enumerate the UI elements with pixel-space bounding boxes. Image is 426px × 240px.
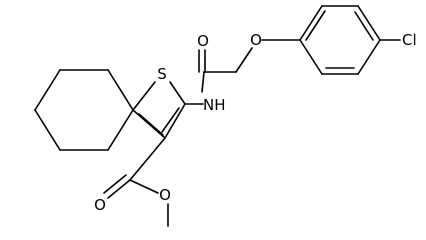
bond (138, 113, 164, 136)
bond (354, 11, 374, 41)
bond (299, 39, 323, 75)
bond (299, 5, 323, 41)
bond (107, 109, 134, 151)
amide-nh-label: NH (203, 96, 226, 114)
sulfur-label: S (157, 65, 167, 83)
bond (357, 5, 381, 41)
bond (132, 81, 156, 111)
chlorophenyl-ring (299, 5, 401, 75)
structure-canvas: S NH O O Cl O O (34, 5, 417, 227)
amide-chain (184, 39, 301, 105)
bond (107, 69, 134, 111)
bond (107, 179, 131, 199)
bond (201, 71, 205, 93)
chlorine-label: Cl (402, 31, 417, 49)
bond (132, 109, 166, 139)
cyclohexene-ring (34, 69, 134, 151)
bond (164, 103, 186, 139)
ether-oxygen-label: O (250, 31, 262, 49)
bond (357, 39, 381, 75)
bond (34, 109, 61, 151)
bond (129, 137, 166, 181)
bond (235, 47, 253, 73)
bond (129, 179, 159, 194)
bond (34, 69, 61, 111)
methyl-ester (103, 137, 169, 227)
bond (305, 10, 326, 41)
thiophene-ring (132, 81, 186, 139)
chemical-structure: S NH O O Cl O O (34, 5, 417, 227)
bond (161, 107, 180, 133)
bond (103, 174, 127, 194)
ester-oxygen-label: O (159, 186, 171, 204)
ester-carbonyl-oxygen-label: O (94, 196, 106, 214)
amide-oxygen-label: O (197, 32, 209, 50)
bond (169, 81, 186, 105)
